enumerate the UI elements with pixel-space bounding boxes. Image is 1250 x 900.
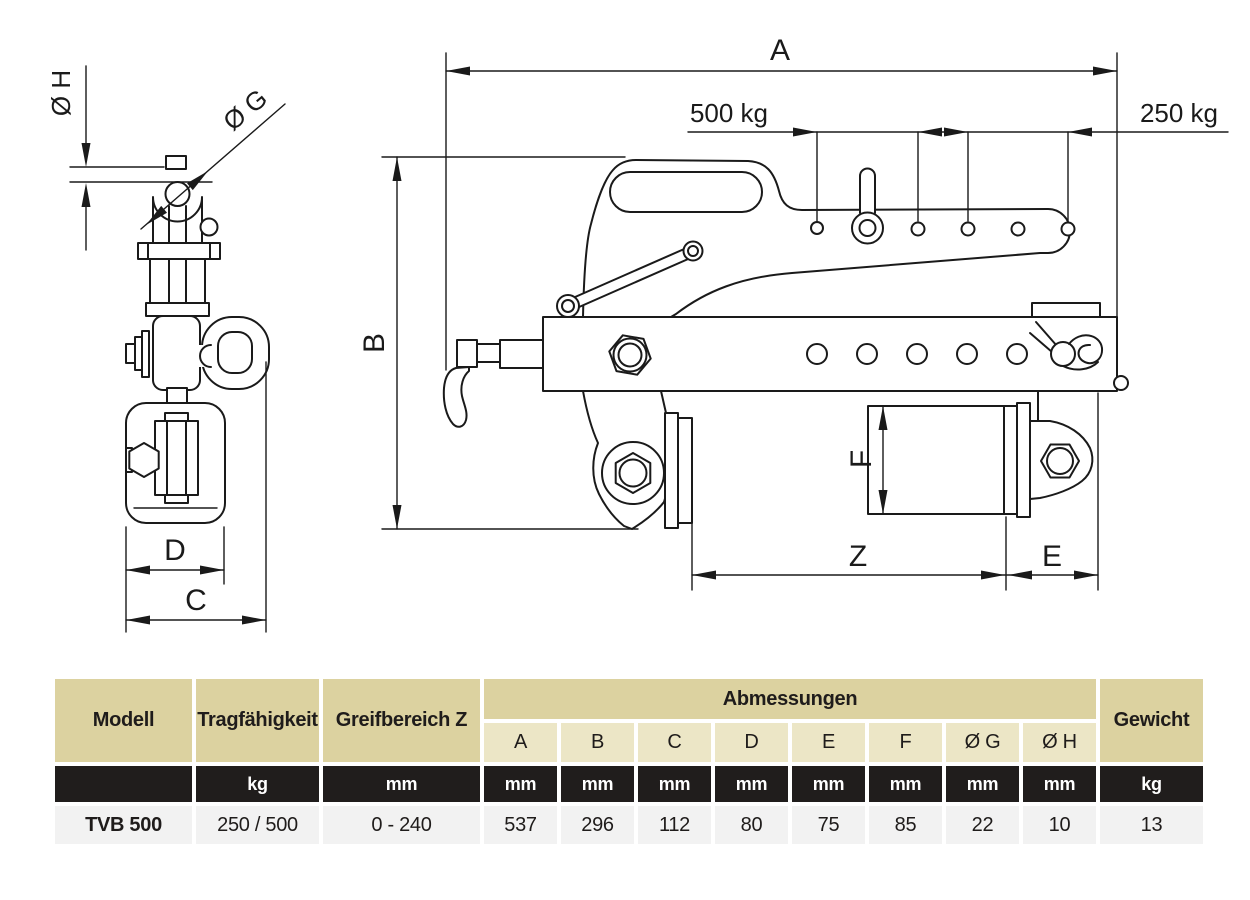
col-header-dim-d: D <box>715 723 788 762</box>
spec-table: Modell Tragfähigkeit Greifbereich Z Abme… <box>55 679 1203 844</box>
col-header-dim-b: B <box>561 723 634 762</box>
dimension-a: A <box>445 34 1118 371</box>
col-header-weight: Gewicht <box>1100 679 1203 762</box>
dimension-dia-h: Ø H <box>46 65 213 251</box>
row-dim-e: 75 <box>792 806 865 844</box>
clamp-screw <box>442 339 544 428</box>
dim-label-dia-g: Ø G <box>217 83 273 137</box>
dim-label-b: B <box>358 333 391 353</box>
unit-dim-h: mm <box>1023 766 1096 802</box>
dimension-z-e: Z E <box>691 392 1099 591</box>
dimension-b: B <box>358 156 639 530</box>
row-capacity: 250 / 500 <box>196 806 319 844</box>
dim-label-dia-h: Ø H <box>46 70 76 116</box>
unit-capacity: kg <box>196 766 319 802</box>
row-dim-a: 537 <box>484 806 557 844</box>
row-dim-d: 80 <box>715 806 788 844</box>
movable-jaw <box>582 390 693 530</box>
dim-label-d: D <box>164 534 186 567</box>
lifting-eye-stem <box>859 167 876 214</box>
unit-dim-d: mm <box>715 766 788 802</box>
col-header-dim-f: F <box>869 723 942 762</box>
side-view-drawing: Ø H Ø G D C <box>46 65 286 633</box>
col-header-dim-a: A <box>484 723 557 762</box>
col-header-dim-c: C <box>638 723 711 762</box>
dimension-c: C <box>125 361 267 633</box>
dim-label-a: A <box>770 34 790 67</box>
fixed-jaw-roller <box>867 390 1094 518</box>
dim-label-c: C <box>185 584 207 617</box>
col-header-capacity: Tragfähigkeit <box>196 679 319 762</box>
row-dim-h: 10 <box>1023 806 1096 844</box>
dimension-load-positions: 500 kg 250 kg <box>687 98 1229 222</box>
dim-label-e: E <box>1042 540 1062 573</box>
clamp-body <box>582 159 1076 318</box>
row-grip-range: 0 - 240 <box>323 806 480 844</box>
main-beam <box>542 302 1118 392</box>
dimension-f: F <box>845 405 888 515</box>
row-dim-c: 112 <box>638 806 711 844</box>
row-dim-f: 85 <box>869 806 942 844</box>
trolley-block <box>125 402 226 524</box>
row-weight: 13 <box>1100 806 1203 844</box>
unit-model <box>55 766 192 802</box>
col-header-dim-e: E <box>792 723 865 762</box>
load-label-250kg: 250 kg <box>1140 98 1218 128</box>
screw-handle <box>442 366 470 428</box>
unit-dim-g: mm <box>946 766 1019 802</box>
row-model: TVB 500 <box>55 806 192 844</box>
unit-weight: kg <box>1100 766 1203 802</box>
unit-dim-a: mm <box>484 766 557 802</box>
dim-label-z: Z <box>849 540 867 573</box>
col-header-dimensions-group: Abmessungen <box>484 679 1096 719</box>
unit-dim-e: mm <box>792 766 865 802</box>
dimension-dia-g: Ø G <box>140 83 286 230</box>
carry-handle-slot <box>609 171 763 213</box>
r-clip-pin <box>1029 321 1129 391</box>
front-view-drawing: A 500 kg 250 kg B <box>358 34 1229 591</box>
col-header-grip-range: Greifbereich Z <box>323 679 480 762</box>
lever-link <box>556 240 704 318</box>
col-header-dim-g: Ø G <box>946 723 1019 762</box>
unit-dim-c: mm <box>638 766 711 802</box>
technical-drawing: Ø H Ø G D C <box>46 34 1229 633</box>
col-header-dim-h: Ø H <box>1023 723 1096 762</box>
col-header-model: Modell <box>55 679 192 762</box>
load-label-500kg: 500 kg <box>690 98 768 128</box>
dim-label-f: F <box>845 450 878 468</box>
dimension-d: D <box>125 526 225 633</box>
unit-dim-f: mm <box>869 766 942 802</box>
swivel-assembly <box>125 315 270 406</box>
row-dim-g: 22 <box>946 806 1019 844</box>
unit-grip-range: mm <box>323 766 480 802</box>
row-dim-b: 296 <box>561 806 634 844</box>
unit-dim-b: mm <box>561 766 634 802</box>
shackle-side <box>137 155 221 317</box>
